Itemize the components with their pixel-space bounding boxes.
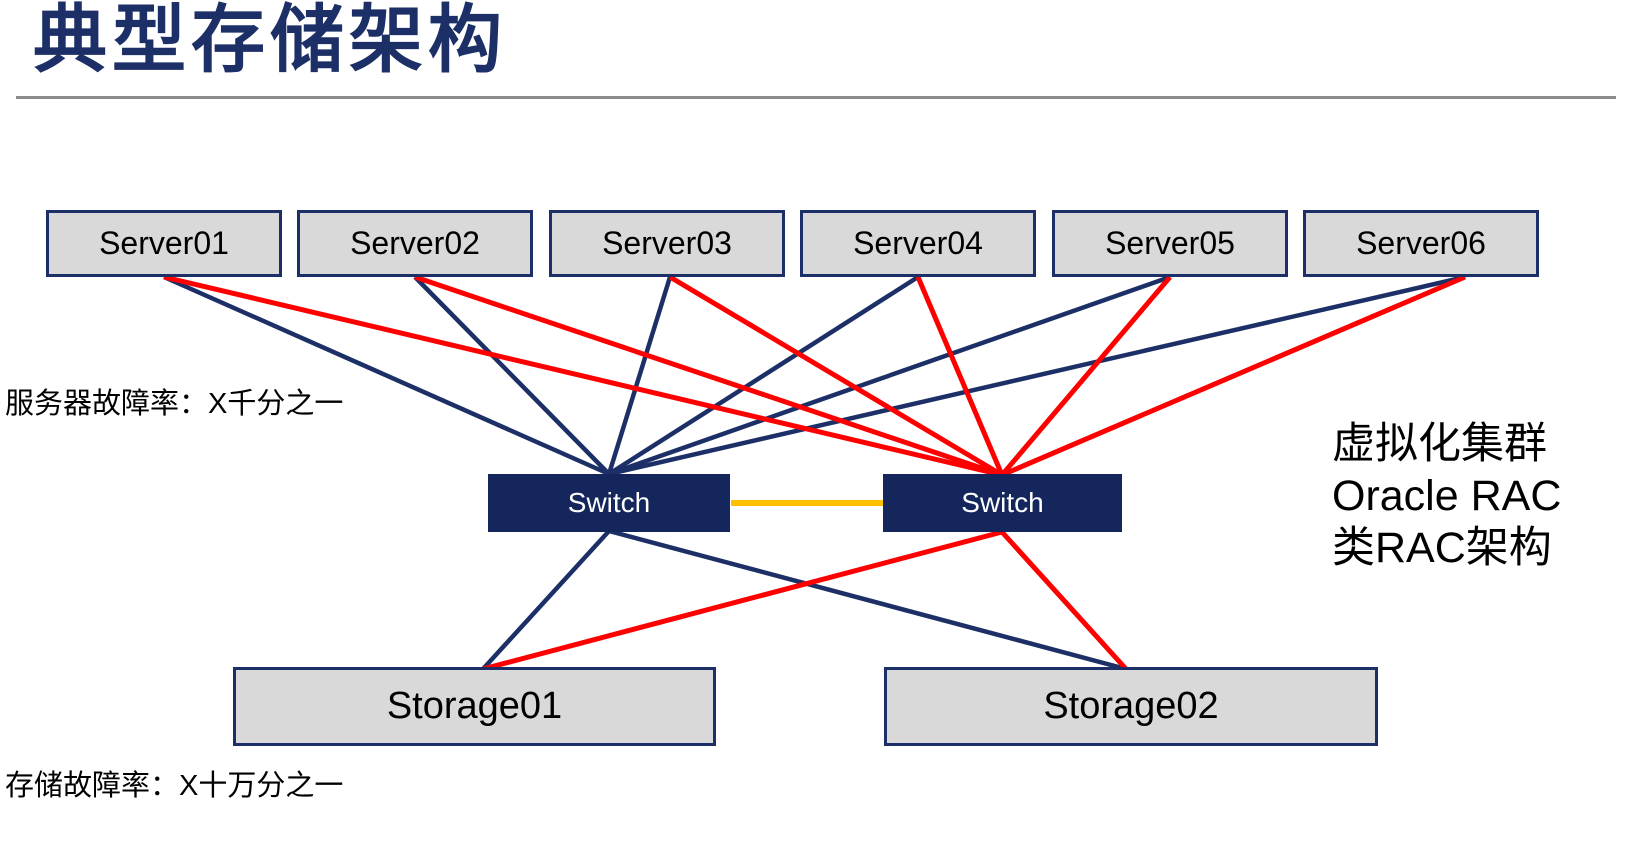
server-label: Server05 — [1105, 225, 1235, 261]
title-divider — [16, 96, 1616, 99]
server-node-05: Server05 — [1052, 210, 1288, 277]
cluster-note-line: Oracle RAC — [1332, 472, 1562, 520]
storage-node-02: Storage02 — [884, 667, 1378, 746]
server-label: Server03 — [602, 225, 732, 261]
connection-line-red — [1001, 274, 1466, 478]
server-node-01: Server01 — [46, 210, 282, 277]
switch-label: Switch — [961, 487, 1044, 518]
server-label: Server06 — [1356, 225, 1486, 261]
server-label: Server01 — [99, 225, 229, 261]
cluster-note-line: 类RAC架构 — [1332, 524, 1552, 572]
connection-line-navy — [413, 275, 611, 476]
switch-label: Switch — [567, 487, 651, 518]
connection-line-red — [915, 276, 1005, 476]
storage-label: Storage01 — [386, 685, 563, 727]
connection-line-navy — [163, 274, 610, 477]
connection-line-red — [482, 529, 1003, 672]
connection-line-red — [414, 274, 1003, 478]
connection-line-red — [1000, 275, 1172, 477]
server-label: Server02 — [350, 225, 480, 261]
connection-line-red — [1000, 530, 1128, 671]
switch-node-left: Switch — [488, 474, 730, 532]
storage-failure-rate-note: 存储故障率：X十万分之一 — [5, 770, 344, 802]
connection-line-navy — [606, 276, 673, 475]
connection-line-navy — [481, 529, 611, 671]
storage-node-01: Storage01 — [233, 667, 716, 746]
connection-line-navy — [608, 274, 1466, 477]
switch-node-right: Switch — [883, 474, 1122, 532]
connection-line-navy — [608, 274, 1171, 477]
server-node-02: Server02 — [297, 210, 533, 277]
page-title: 典型存储架构 — [33, 0, 507, 81]
server-node-06: Server06 — [1303, 210, 1539, 277]
server-failure-rate-note: 服务器故障率：X千分之一 — [5, 388, 344, 420]
server-label: Server04 — [853, 225, 983, 261]
storage-label: Storage02 — [1043, 685, 1219, 727]
server-node-03: Server03 — [549, 210, 785, 277]
cluster-note-line: 虚拟化集群 — [1332, 420, 1547, 468]
server-node-04: Server04 — [800, 210, 1036, 277]
connection-line-navy — [607, 275, 920, 476]
connection-line-red — [163, 274, 1003, 478]
connection-line-navy — [608, 528, 1127, 672]
connection-line-red — [668, 274, 1004, 478]
cluster-architecture-note: 虚拟化集群 Oracle RAC 类RAC架构 — [1332, 418, 1561, 574]
